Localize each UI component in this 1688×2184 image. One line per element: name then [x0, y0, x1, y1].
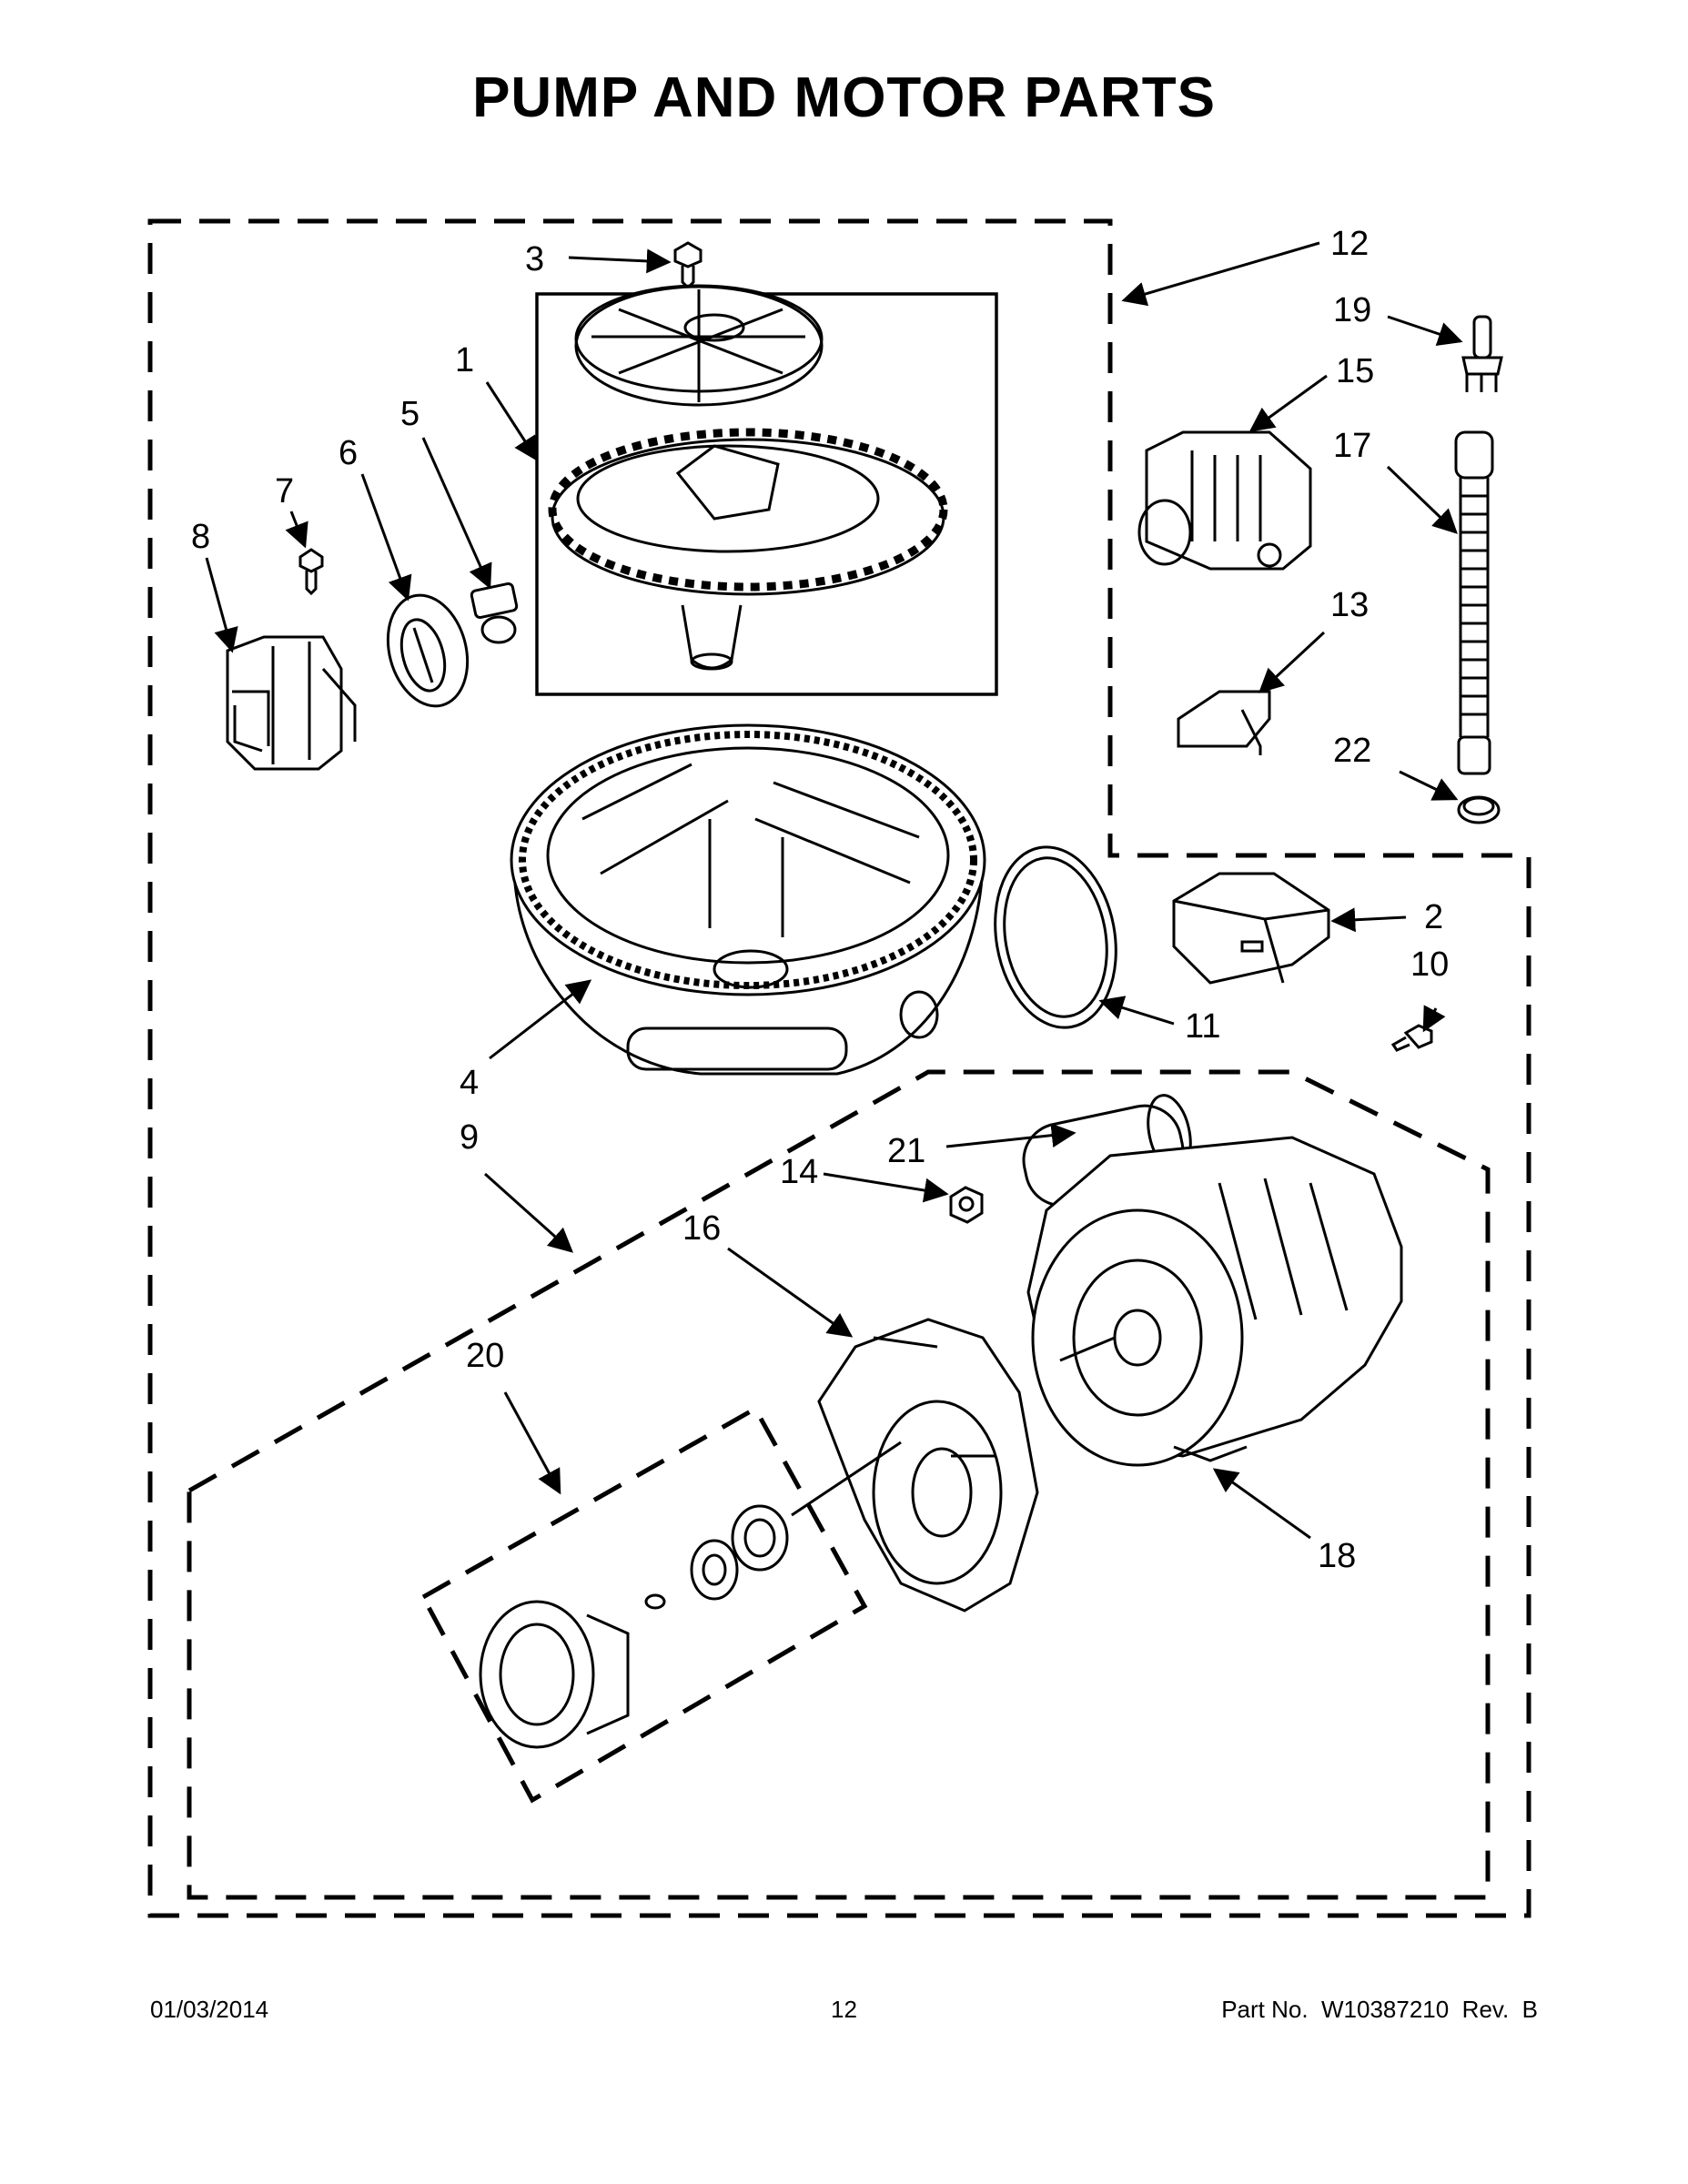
lower-filter-part — [548, 428, 948, 671]
seal-kit-20-part — [479, 1441, 902, 1749]
callout-19: 19 — [1333, 291, 1371, 329]
leader-7 — [285, 511, 308, 549]
leader-8 — [205, 557, 238, 653]
footer-date: 01/03/2014 — [150, 1996, 269, 2023]
callout-6: 6 — [339, 434, 358, 472]
callout-10: 10 — [1410, 945, 1449, 984]
leader-17 — [1386, 465, 1458, 534]
leader-18 — [1212, 1468, 1311, 1540]
leader-16 — [727, 1247, 854, 1338]
leader-21 — [945, 1123, 1076, 1148]
callout-3: 3 — [525, 240, 544, 278]
leader-13 — [1258, 631, 1326, 693]
callout-4: 4 — [460, 1064, 479, 1102]
callout-2: 2 — [1424, 898, 1443, 936]
ring-11-part — [994, 845, 1117, 1029]
leader-9 — [483, 1172, 574, 1253]
leader-15 — [1248, 374, 1328, 432]
callout-13: 13 — [1330, 586, 1369, 624]
cover-2-part — [1172, 872, 1330, 985]
clamp-22-part — [1457, 795, 1501, 824]
drain-pump-15-part — [1137, 430, 1312, 571]
callout-14: 14 — [780, 1153, 818, 1191]
leader-14 — [823, 1172, 949, 1203]
footer-part-number: Part No. W10387210 Rev. B — [1221, 1996, 1538, 2023]
screw-7-part — [298, 548, 324, 596]
footer-page-number: 12 — [831, 1996, 857, 2023]
hose-17-part — [1454, 430, 1494, 775]
sump-basin-4-part — [510, 723, 986, 1076]
callout-20: 20 — [466, 1337, 504, 1375]
leader-2 — [1330, 907, 1407, 933]
bracket-13-part — [1177, 690, 1271, 755]
leader-5 — [421, 437, 492, 590]
callout-16: 16 — [682, 1209, 721, 1248]
seal-kit-dashed-boundary — [419, 1405, 868, 1804]
callout-5: 5 — [400, 395, 419, 433]
leader-20 — [503, 1391, 561, 1495]
screw-3-part — [673, 241, 702, 290]
diverter-motor-8-part — [226, 635, 357, 771]
leader-11 — [1098, 996, 1175, 1026]
leader-6 — [360, 473, 412, 602]
leader-10 — [1422, 1005, 1446, 1033]
leader-19 — [1387, 315, 1463, 347]
leader-3 — [568, 248, 672, 274]
callout-1: 1 — [455, 341, 474, 379]
leader-12 — [1121, 241, 1320, 307]
vent-disc-6-part — [386, 593, 470, 708]
callout-11: 11 — [1185, 1007, 1220, 1046]
sensor-19-part — [1461, 315, 1503, 392]
motor-18-part — [1026, 1136, 1403, 1467]
callout-15: 15 — [1336, 352, 1374, 390]
callout-17: 17 — [1333, 427, 1371, 465]
nut-14-part — [949, 1186, 984, 1224]
page-title: PUMP AND MOTOR PARTS — [472, 66, 1216, 129]
callout-22: 22 — [1333, 732, 1371, 770]
leader-4 — [489, 979, 592, 1060]
leader-1 — [485, 381, 539, 462]
leader-22 — [1399, 770, 1459, 801]
callout-9: 9 — [460, 1118, 479, 1157]
callout-7: 7 — [275, 472, 294, 511]
outer-dashed-boundary — [147, 218, 1531, 1918]
upper-filter-plate-part — [574, 284, 824, 407]
callout-18: 18 — [1318, 1537, 1356, 1575]
callout-21: 21 — [887, 1132, 925, 1170]
callout-8: 8 — [191, 518, 210, 556]
motor-assembly-dashed-boundary — [187, 1069, 1491, 1900]
callout-12: 12 — [1330, 225, 1369, 263]
pump-housing-16-part — [817, 1318, 1039, 1613]
clip-5-part — [470, 581, 519, 644]
